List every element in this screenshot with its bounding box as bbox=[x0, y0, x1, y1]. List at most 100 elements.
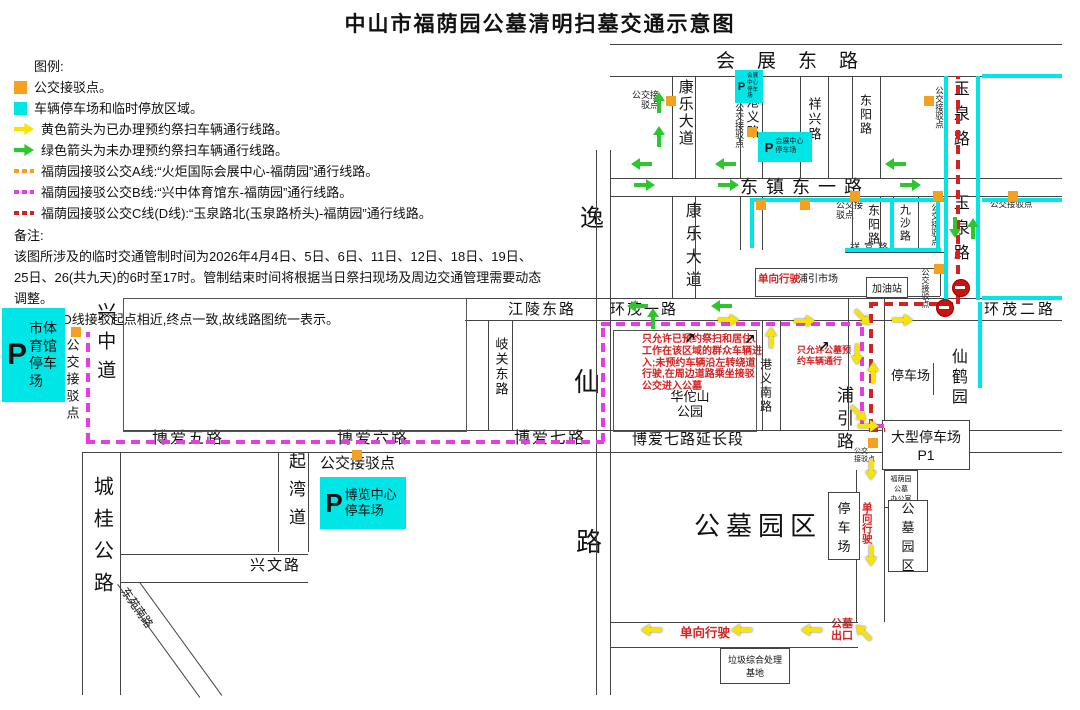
green-route-arrow bbox=[710, 300, 732, 312]
road-line bbox=[848, 298, 849, 430]
stop-label-yuquan-n: 公交接驳点 bbox=[934, 86, 945, 129]
city-block bbox=[613, 330, 757, 432]
parking-zone-swatch-icon bbox=[14, 102, 27, 115]
note-restriction-reserved: 只允许公墓预 约车辆通行 bbox=[797, 345, 852, 366]
legend-heading: 图例: bbox=[34, 59, 64, 74]
route-line-b bbox=[86, 440, 604, 444]
bus-transfer-stop-marker bbox=[934, 264, 944, 274]
road-line bbox=[610, 150, 611, 695]
note-cemetery-exit: 公墓 出口 bbox=[831, 618, 853, 643]
road-yixianlu-char2: 仙 bbox=[574, 367, 601, 397]
parking-p-icon: P bbox=[325, 487, 343, 518]
stop-label-boailiu: 公交接驳点 bbox=[320, 455, 396, 472]
temp-parking-zone bbox=[976, 76, 980, 300]
road-gangyilu: 港义路 bbox=[744, 95, 760, 140]
stop-label-dzdy-3: 公交接驳点 bbox=[990, 199, 1033, 209]
legend-item-parking: 车辆停车场和临时停放区域。 bbox=[14, 98, 546, 119]
note-oneway-south: 单向行驶 bbox=[680, 626, 731, 640]
green-route-arrow bbox=[653, 91, 665, 113]
road-yixianlu-char1: 逸 bbox=[580, 205, 604, 232]
green-route-arrow bbox=[626, 300, 648, 312]
stop-label-kangle: 公交接 驳点 bbox=[632, 90, 660, 111]
bus-transfer-stop-marker bbox=[924, 96, 934, 106]
road-line bbox=[695, 76, 696, 178]
poi-large-parking-p1: 大型停车场 P1 bbox=[882, 420, 970, 470]
yellow-route-arrow bbox=[730, 624, 752, 636]
road-qiguandonglu: 岐关东路 bbox=[493, 337, 509, 397]
road-line bbox=[762, 196, 763, 250]
road-kangledadao-s: 康乐大道 bbox=[682, 202, 700, 294]
road-line bbox=[852, 76, 853, 178]
poi-huatuoshan-park: 华佗山 公园 bbox=[670, 389, 710, 419]
road-boaiwu: 博爱五路 bbox=[152, 430, 225, 447]
bus-stop-swatch-icon bbox=[14, 81, 27, 94]
parking-p-icon: P bbox=[6, 338, 27, 371]
route-line-b bbox=[86, 332, 90, 442]
parking-label: 博览中心停车场 bbox=[344, 486, 397, 518]
stop-label-gangyi: 公交接驳点 bbox=[734, 103, 744, 155]
bus-transfer-stop-marker bbox=[868, 438, 878, 448]
stop-label-dzdy-1: 公交接 驳点 bbox=[836, 200, 864, 221]
road-line bbox=[852, 196, 853, 252]
note-restriction-main: 只允许已预约祭扫和居住、 工作在该区域的群众车辆进 入;未预约车辆沿左转绕道 行… bbox=[642, 334, 762, 393]
yellow-route-arrow bbox=[865, 459, 877, 481]
road-line bbox=[610, 647, 858, 648]
road-line bbox=[123, 430, 1062, 431]
city-block bbox=[123, 298, 467, 432]
note-oneway-cemetery: 单向行驶 bbox=[860, 502, 873, 544]
annotation-arrow: ↗ bbox=[818, 338, 830, 354]
temp-parking-zone bbox=[982, 198, 1062, 202]
road-chengguigonglu: 城桂公路 bbox=[90, 476, 113, 604]
road-qiwandao: 起湾道 bbox=[286, 452, 306, 536]
legend-item-label: 绿色箭头为未办理预约祭扫车辆通行线路。 bbox=[41, 143, 289, 158]
road-line bbox=[933, 363, 934, 395]
yellow-route-arrow bbox=[765, 326, 777, 348]
legend-item-yellow-arrow: 黄色箭头为已办理预约祭扫车辆通行线路。 bbox=[14, 119, 546, 140]
road-line bbox=[940, 268, 941, 296]
road-line bbox=[884, 298, 885, 430]
road-line bbox=[740, 76, 741, 178]
green-route-arrow bbox=[967, 217, 979, 239]
poi-cemetery-area: 公墓园区 bbox=[694, 511, 823, 541]
poi-puyin-market: 浦引市场 bbox=[798, 274, 838, 285]
bus-transfer-stop-marker bbox=[756, 200, 766, 210]
road-line bbox=[512, 320, 513, 430]
road-line bbox=[695, 196, 696, 298]
temp-parking-zone bbox=[750, 202, 754, 248]
temp-parking-zone bbox=[944, 76, 948, 300]
legend-item-green-arrow: 绿色箭头为未办理预约祭扫车辆通行线路。 bbox=[14, 140, 546, 161]
road-line bbox=[755, 268, 940, 269]
road-huanmaoer: 环茂二路 bbox=[984, 301, 1057, 318]
line-a-dash-icon bbox=[14, 169, 34, 173]
road-line bbox=[308, 452, 309, 552]
road-line bbox=[120, 554, 308, 555]
legend-item-label: 福荫园接驳公交A线:“火炬国际会展中心-福荫园”通行线路。 bbox=[41, 164, 379, 179]
road-line bbox=[596, 150, 597, 695]
road-line-diagonal bbox=[117, 584, 201, 698]
legend-item-label: 公交接驳点。 bbox=[34, 80, 113, 95]
yellow-route-arrow bbox=[851, 620, 875, 644]
bus-transfer-stop-marker bbox=[933, 191, 943, 201]
road-line bbox=[762, 320, 763, 430]
road-line bbox=[845, 252, 945, 253]
legend-item-label: 黄色箭头为已办理预约祭扫车辆通行线路。 bbox=[41, 122, 289, 137]
road-boailiu: 博爱六路 bbox=[337, 430, 410, 447]
line-c-dash-icon bbox=[14, 211, 34, 215]
note-oneway-market: 单向行驶 bbox=[758, 273, 800, 285]
road-dongyanglu-s: 东阳路 bbox=[866, 204, 881, 246]
road-xingwenlu: 兴文路 bbox=[250, 557, 302, 574]
bus-transfer-stop-marker bbox=[800, 200, 810, 210]
road-huanmaoyi: 环茂一路 bbox=[610, 301, 679, 318]
bus-transfer-stop-marker bbox=[352, 450, 362, 460]
road-line bbox=[740, 196, 741, 250]
annotation-arrow: ↗ bbox=[744, 331, 756, 347]
legend-item-label: 福荫园接驳公交C线(D线):“玉泉路北(玉泉路桥头)-福荫园”通行线路。 bbox=[41, 206, 432, 221]
road-line bbox=[755, 268, 756, 296]
green-route-arrow bbox=[630, 158, 652, 170]
road-line-diagonal bbox=[139, 582, 223, 696]
annotation-arrow: ↗ bbox=[684, 330, 696, 346]
temp-parking-zone bbox=[978, 302, 982, 388]
